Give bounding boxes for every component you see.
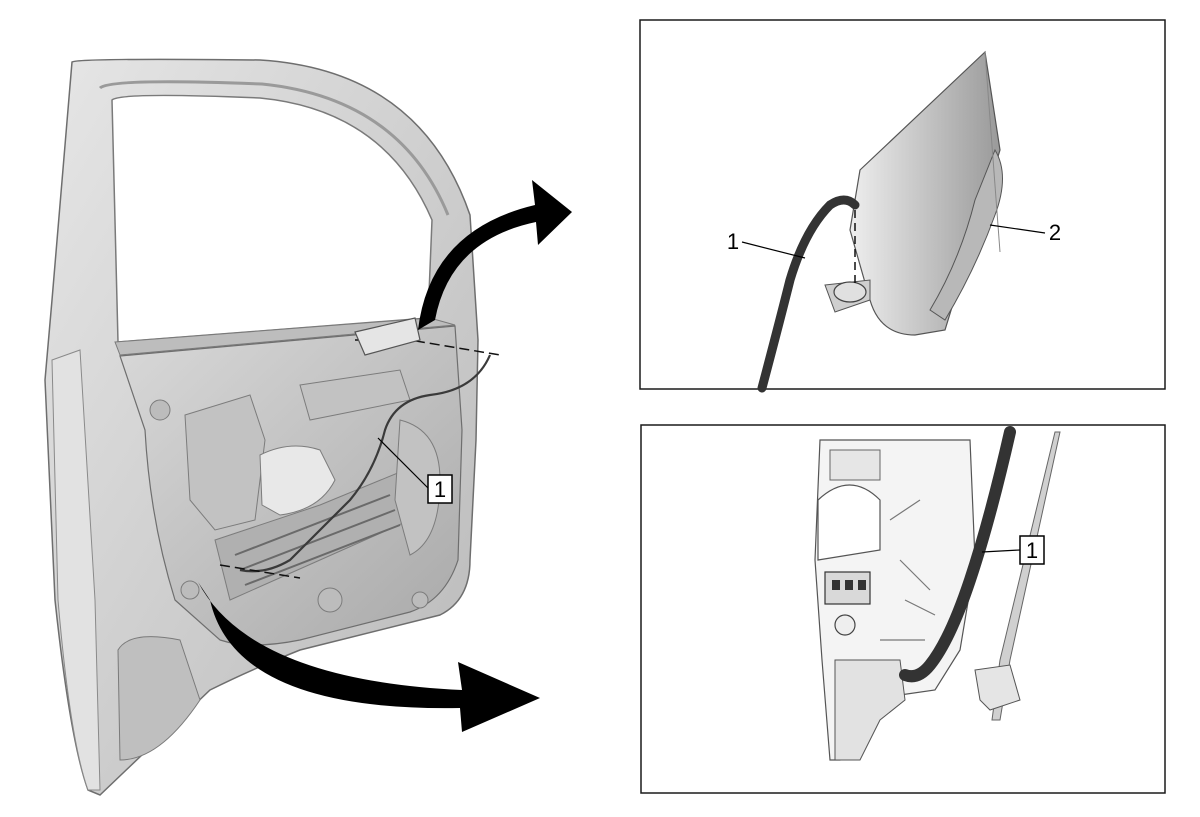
- guide-rod: [991, 431, 1061, 721]
- door-belt-line: [114, 317, 456, 356]
- lower-removal-arrow: [198, 582, 540, 732]
- callout-1-leader-top: [741, 241, 806, 259]
- detail-top-cable: [757, 195, 860, 393]
- detail-bottom-cable: [899, 426, 1016, 683]
- inside-handle-bracket: [354, 317, 421, 356]
- latch-lower-mechanism: [834, 659, 906, 761]
- door-hinge-edge: [51, 349, 101, 791]
- latch-detail-lines: [880, 499, 936, 641]
- latch-pivot: [834, 614, 856, 636]
- door-latch-cable: [239, 354, 492, 573]
- callout-1-leader: [377, 437, 429, 489]
- door-lower-pocket: [117, 636, 201, 761]
- callout-1-label-bottom: 1: [1026, 538, 1038, 563]
- detail-panel-top: 1 2: [639, 19, 1166, 393]
- door-assembly-view: 1: [44, 58, 501, 796]
- detail-panel-bottom: 1: [640, 424, 1166, 794]
- window-frame-rim: [98, 80, 450, 216]
- guide-rod-bracket: [974, 664, 1021, 711]
- latch-removal-path: [219, 564, 301, 579]
- handle-lever: [929, 148, 1003, 321]
- callout-1-label: 1: [434, 477, 446, 502]
- handle-cable-clip: [833, 281, 867, 303]
- callout-1-leader-bottom: [981, 549, 1021, 553]
- callout-2-leader-top: [989, 224, 1046, 234]
- callout-1-label-top: 1: [727, 229, 739, 254]
- upper-removal-arrow: [418, 180, 572, 330]
- inner-panel-embossing: [149, 369, 441, 613]
- latch-upper-window: [829, 449, 881, 481]
- callout-1-box-bottom: [1019, 535, 1045, 565]
- door-window-opening: [111, 94, 433, 343]
- callout-2-label-top: 2: [1049, 220, 1061, 245]
- callout-1-box: [427, 474, 453, 504]
- latch-arch: [817, 484, 881, 561]
- handle-hinge-line: [984, 51, 1001, 253]
